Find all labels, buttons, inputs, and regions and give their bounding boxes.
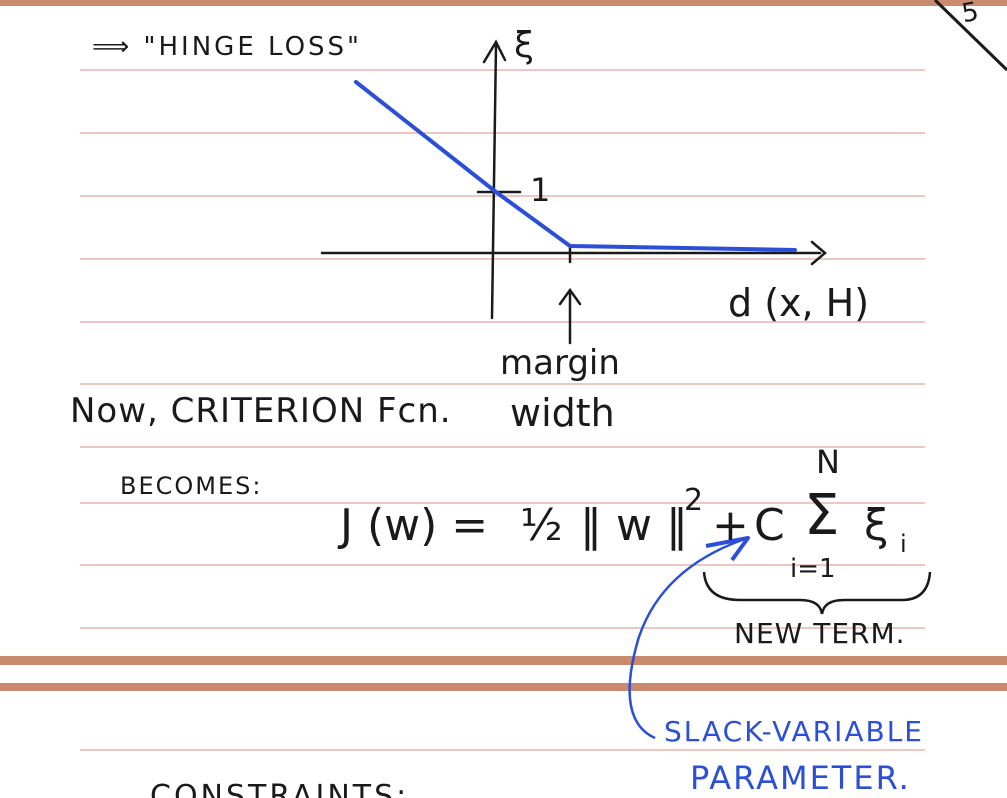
margin-label: margin [500,343,620,383]
slack-pointer-head [705,536,750,562]
criterion-line: Now, CRITERION Fcn. [70,391,452,431]
tick-one-label: 1 [530,171,551,209]
equation-C: C [754,500,785,551]
ruled-lines [80,69,925,751]
corner-fold [933,0,1007,72]
y-axis-label: ξ [514,25,535,66]
sum-lower-limit: i=1 [790,554,836,584]
parameter-label: PARAMETER. [690,759,911,797]
slack-variable-label: SLACK-VARIABLE [664,715,924,748]
xi-subscript: i [900,530,907,558]
equation-lhs: J (w) = [340,500,489,551]
becomes-label: BECOMES: [120,472,263,500]
page-separator-bottom [0,683,1007,691]
page-separator-top [0,656,1007,665]
x-axis-arrow [810,240,827,266]
hinge-loss-curve [354,80,797,252]
hinge-loss-title: ⟹ "HINGE LOSS" [92,32,362,62]
sum-upper-limit: N [816,443,840,481]
width-label: width [510,391,615,435]
x-axis-label: d (x, H) [728,281,870,325]
new-term-brace [702,571,932,615]
y-axis [490,43,498,320]
constraints-heading: CONSTRAINTS: [150,779,410,798]
equation-norm: ‖ w ‖ [580,500,688,551]
sum-sigma: Σ [804,483,840,548]
new-term-label: NEW TERM. [734,617,906,650]
margin-arrow-head [558,287,582,306]
xi-symbol: ξ [864,500,889,551]
equation-half: ½ [520,500,563,551]
y-axis-arrow [482,39,507,64]
equation-power: 2 [684,483,704,518]
top-border [0,0,1007,6]
slack-pointer-arrow [628,538,743,740]
equation-plus: + [712,500,749,551]
